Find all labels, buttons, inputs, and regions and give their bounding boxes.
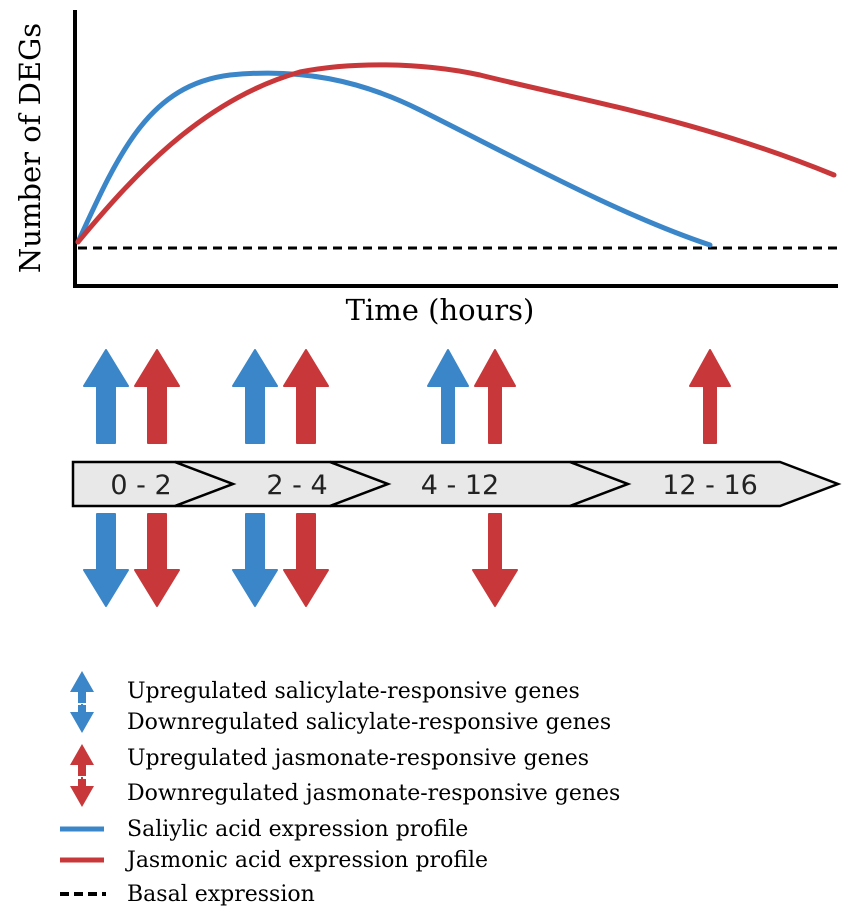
- legend-sa-up-label: Upregulated salicylate-responsive genes: [127, 679, 580, 704]
- ja-up-arrow-3: [474, 349, 516, 444]
- timeline: 0 - 2 2 - 4 4 - 12 12 - 16: [71, 460, 842, 508]
- x-axis-label: Time (hours): [346, 293, 535, 327]
- ja-up-arrow-2: [283, 349, 329, 444]
- legend-ja-down-icon: [70, 777, 94, 807]
- legend-basal-label: Basal expression: [127, 882, 315, 907]
- legend-sa-profile-label: Saliylic acid expression profile: [127, 817, 468, 842]
- legend: Upregulated salicylate-responsive genes …: [60, 671, 620, 907]
- upregulation-arrows: [83, 349, 731, 444]
- legend-ja-down-label: Downregulated jasmonate-responsive genes: [127, 781, 620, 806]
- y-axis-label: Number of DEGs: [13, 23, 47, 273]
- timeline-segment-4: [569, 460, 842, 508]
- timeline-label-2: 2 - 4: [266, 470, 327, 501]
- legend-ja-profile-label: Jasmonic acid expression profile: [125, 848, 488, 873]
- ja-down-arrow-2: [283, 513, 329, 607]
- sa-up-arrow-1: [83, 349, 129, 444]
- profile-chart: Number of DEGs Time (hours): [13, 10, 838, 327]
- sa-down-arrow-2: [232, 513, 278, 607]
- sa-up-arrow-3: [427, 349, 469, 444]
- timeline-label-4: 12 - 16: [662, 470, 758, 501]
- timeline-label-1: 0 - 2: [110, 470, 171, 501]
- timeline-label-3: 4 - 12: [421, 470, 499, 501]
- ja-up-arrow-4: [689, 349, 731, 444]
- salicylic-acid-curve: [75, 70, 713, 248]
- ja-down-arrow-3: [472, 513, 518, 607]
- ja-up-arrow-1: [134, 349, 180, 444]
- jasmonic-acid-curve: [75, 62, 837, 245]
- legend-ja-up-icon: [70, 744, 94, 776]
- ja-down-arrow-1: [134, 513, 180, 607]
- legend-sa-down-icon: [70, 704, 94, 733]
- downregulation-arrows: [83, 513, 518, 607]
- legend-sa-up-icon: [70, 671, 94, 703]
- legend-sa-down-label: Downregulated salicylate-responsive gene…: [127, 710, 611, 735]
- legend-ja-up-label: Upregulated jasmonate-responsive genes: [127, 746, 589, 771]
- sa-up-arrow-2: [232, 349, 278, 444]
- sa-down-arrow-1: [83, 513, 129, 607]
